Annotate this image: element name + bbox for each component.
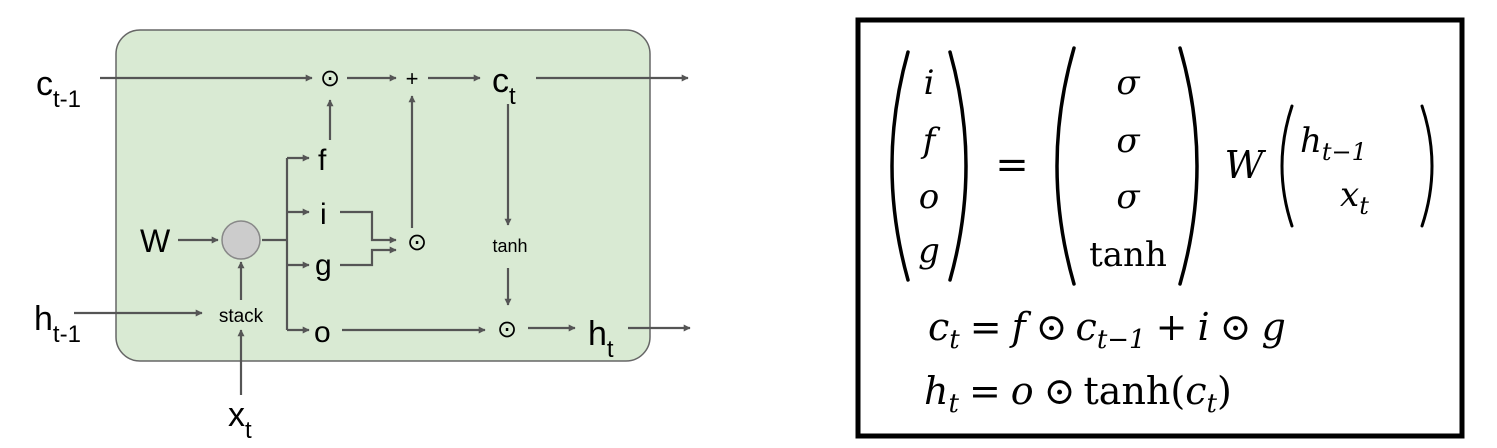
gate-vector-rparen	[948, 50, 968, 282]
equals-sign: =	[995, 142, 1029, 188]
activation-lparen	[1055, 46, 1076, 286]
cell-update-equation: ct=f⊙ct−1+i⊙g	[928, 305, 1286, 355]
lstm-cell-diagram: ct-1 ht-1 xt W stack tanh ⊙ + ⊙ ⊙ f i g …	[34, 29, 691, 444]
input-h: ht−1	[1300, 121, 1367, 166]
activation-sigma-1: σ	[1116, 63, 1140, 103]
equations-box: i f o g = σ σ σ tanh W ht−1 xt ct=f⊙ct−1…	[855, 17, 1465, 439]
gate-vector-i: i	[924, 63, 935, 103]
activation-tanh: tanh	[1089, 235, 1167, 275]
cell-box	[115, 29, 651, 362]
hadamard-forget: ⊙	[320, 65, 340, 92]
i-to-odot	[340, 210, 397, 244]
g-to-odot	[340, 246, 397, 267]
hadamard-output: ⊙	[497, 316, 517, 343]
x-label: xt	[228, 396, 252, 444]
gate-g-label: g	[315, 249, 332, 282]
W-label: W	[140, 223, 171, 259]
stack-label: stack	[219, 306, 264, 327]
activation-rparen	[1178, 46, 1199, 286]
input-rparen	[1420, 104, 1434, 228]
tanh-label: tanh	[492, 236, 527, 256]
h-prev-label: ht-1	[34, 300, 81, 348]
activation-sigma-3: σ	[1116, 177, 1140, 217]
weight-W: W	[1224, 143, 1266, 187]
matmul-node	[221, 220, 261, 260]
c-out-label: ct	[492, 62, 516, 110]
c-prev-label: ct-1	[36, 65, 81, 113]
gate-vector-lparen	[890, 50, 910, 282]
gate-i-label: i	[320, 198, 327, 231]
gate-vector-o: o	[919, 177, 939, 217]
plus-node: +	[406, 66, 419, 91]
input-lparen	[1280, 104, 1294, 228]
h-out-label: ht	[588, 315, 614, 363]
gate-o-label: o	[314, 316, 331, 349]
hadamard-input: ⊙	[407, 229, 427, 256]
activation-sigma-2: σ	[1116, 121, 1140, 161]
gate-f-label: f	[318, 144, 327, 177]
gate-vector-g: g	[918, 231, 940, 271]
hidden-update-equation: ht=o⊙tanh(ct)	[924, 369, 1232, 419]
input-x: xt	[1340, 175, 1369, 220]
